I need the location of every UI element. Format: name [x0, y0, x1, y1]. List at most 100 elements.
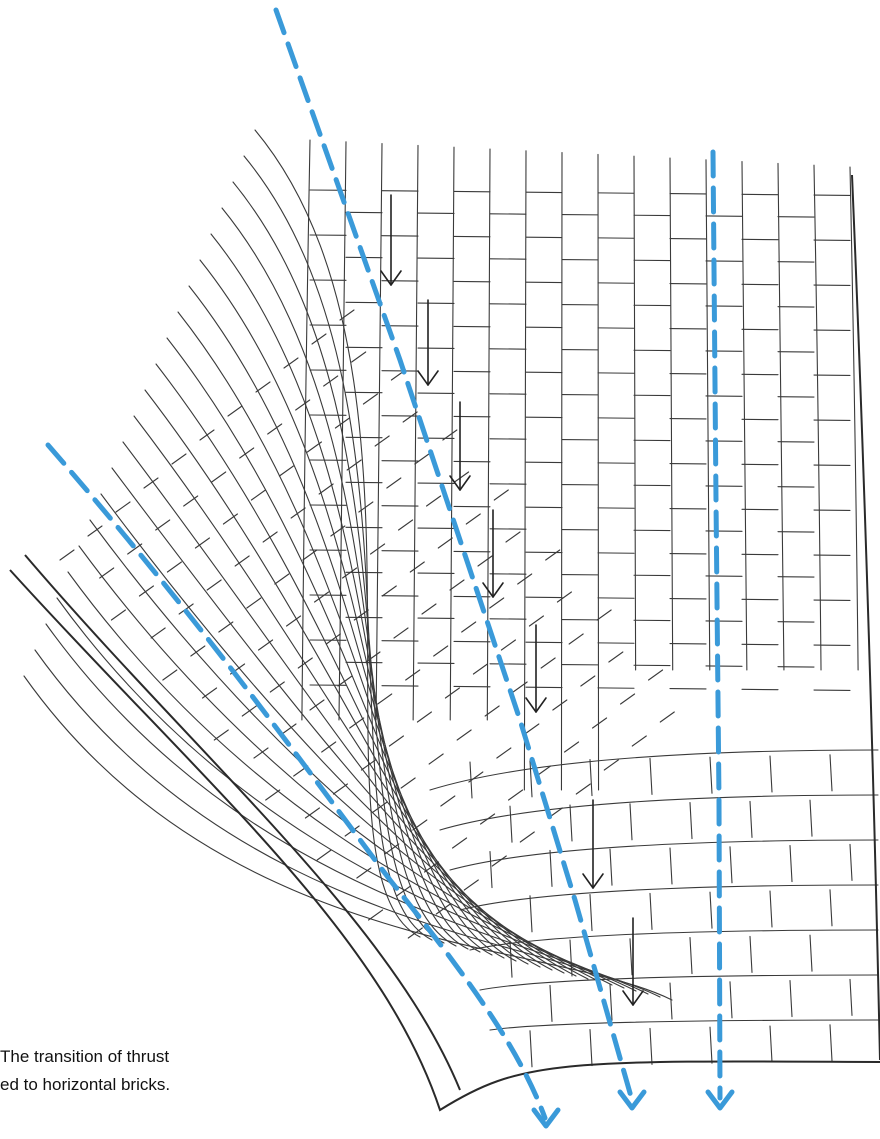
brick-column-line — [412, 144, 419, 721]
diagonal-joint — [393, 627, 409, 639]
diagonal-joint — [388, 735, 404, 747]
load-arrow-head — [380, 270, 402, 286]
diagonal-joint — [318, 483, 334, 495]
diagonal-joint — [437, 537, 453, 549]
brick-column-line — [741, 161, 748, 671]
diagonal-joint — [372, 801, 388, 813]
down-arrow-icon — [582, 799, 604, 889]
diagonal-joint — [262, 531, 278, 543]
diagonal-joint — [424, 861, 440, 873]
horizontal-brick-joint — [529, 895, 533, 933]
horizontal-brick-joint — [509, 940, 513, 978]
horizontal-brick-joint — [709, 756, 713, 794]
diagonal-joint — [472, 663, 488, 675]
horizontal-course-line — [469, 929, 879, 951]
diagonal-joint — [405, 669, 421, 681]
diagonal-joint — [258, 639, 274, 651]
diagonal-joint — [493, 489, 509, 501]
horizontal-brick-joint — [729, 981, 733, 1019]
diagonal-joint — [528, 615, 544, 627]
dashed-arrow-icon — [273, 7, 647, 1111]
down-arrow-icon — [449, 401, 471, 491]
diagonal-joint — [580, 675, 596, 687]
diagonal-joint — [608, 651, 624, 663]
brick-column-line — [597, 153, 600, 791]
diagonal-joint — [330, 525, 346, 537]
horizontal-brick-joint — [589, 759, 593, 797]
diagonal-joint — [290, 507, 306, 519]
diagonal-joint — [202, 687, 218, 699]
diagonal-joint — [603, 759, 619, 771]
diagonal-joint — [463, 879, 479, 891]
brick-column-line — [560, 152, 563, 791]
caption-line-2: ed to horizontal bricks. — [0, 1075, 171, 1094]
diagonal-joint — [183, 495, 199, 507]
horizontal-brick-joint — [629, 803, 633, 841]
dashed-arrow-icon — [45, 442, 561, 1129]
diagonal-course-line — [23, 675, 673, 1001]
horizontal-brick-joint — [649, 892, 653, 930]
horizontal-brick-joint — [589, 894, 593, 932]
horizontal-brick-joint — [469, 761, 473, 799]
diagonal-joint — [295, 399, 311, 411]
diagonal-course-line — [166, 337, 517, 962]
diagonal-joint — [454, 471, 470, 483]
horizontal-brick-joint — [609, 848, 613, 886]
diagonal-joint — [302, 549, 318, 561]
brick-field — [23, 129, 879, 1068]
horizontal-brick-joint — [649, 1027, 653, 1065]
diagonal-joint — [368, 909, 384, 921]
diagonal-course-line — [133, 415, 553, 971]
diagonal-joint — [353, 609, 369, 621]
diagonal-joint — [552, 699, 568, 711]
diagonal-joint — [631, 735, 647, 747]
diagonal-joint — [484, 705, 500, 717]
diagonal-joint — [171, 453, 187, 465]
diagonal-joint — [491, 855, 507, 867]
load-arrow-head — [482, 582, 504, 598]
diagonal-joint — [337, 675, 353, 687]
horizontal-brick-joint — [789, 845, 793, 883]
diagonal-joint — [386, 477, 402, 489]
diagonal-joint — [377, 693, 393, 705]
diagonal-joint — [519, 831, 535, 843]
horizontal-brick-joint — [689, 802, 693, 840]
masonry-edges — [9, 174, 880, 1112]
horizontal-brick-joint — [509, 805, 513, 843]
diagonal-joint — [194, 537, 210, 549]
brick-column-line — [375, 143, 383, 721]
brick-column-line — [849, 166, 859, 671]
down-arrow-icon — [380, 194, 402, 286]
horizontal-brick-joint — [809, 799, 813, 837]
load-arrow-head — [622, 990, 644, 1006]
diagonal-joint — [222, 513, 238, 525]
horizontal-course-line — [489, 1019, 879, 1031]
thrust-arrow-head — [705, 1089, 735, 1111]
diagonal-joint — [461, 621, 477, 633]
diagonal-joint — [269, 681, 285, 693]
diagonal-joint — [162, 669, 178, 681]
horizontal-brick-joint — [809, 934, 813, 972]
diagonal-course-line — [188, 285, 493, 956]
diagonal-joint — [428, 753, 444, 765]
diagonal-joint — [452, 837, 468, 849]
diagonal-joint — [440, 795, 456, 807]
diagonal-joint — [556, 591, 572, 603]
diagonal-course-line — [232, 181, 445, 944]
diagonal-joint — [360, 759, 376, 771]
diagonal-joint — [199, 429, 215, 441]
horizontal-brick-joint — [589, 1029, 593, 1067]
diagonal-joint — [465, 513, 481, 525]
load-arrow-head — [582, 873, 604, 889]
diagonal-joint — [568, 633, 584, 645]
horizontal-brick-joint — [749, 800, 753, 838]
horizontal-course-line — [439, 794, 879, 831]
diagonal-joint — [297, 657, 313, 669]
diagonal-joint — [267, 423, 283, 435]
horizontal-brick-joint — [769, 755, 773, 793]
diagonal-joint — [239, 447, 255, 459]
horizontal-brick-joint — [569, 804, 573, 842]
horizontal-course-line — [429, 749, 879, 791]
diagonal-joint — [416, 711, 432, 723]
